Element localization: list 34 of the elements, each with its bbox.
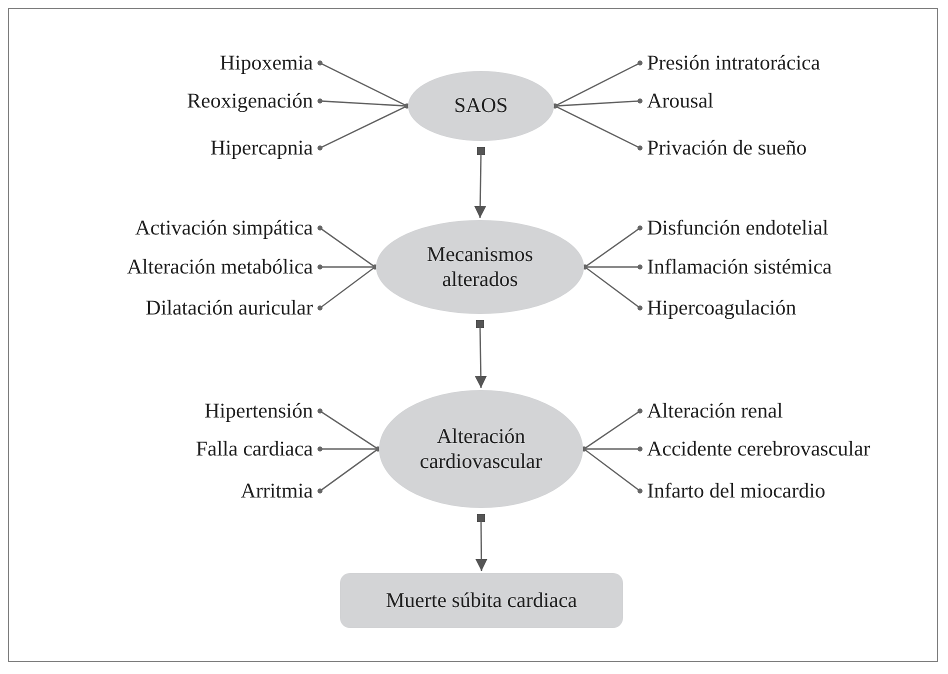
process-ellipse [379, 390, 583, 508]
factor-label: Arousal [640, 88, 720, 114]
connector-line [318, 104, 410, 150]
node-label: SAOS [453, 93, 509, 119]
connector-line [552, 104, 642, 150]
connector-line [318, 264, 378, 310]
factor-label: Presión intratorácica [640, 50, 828, 76]
factor-label: Dilatación auricular [138, 295, 320, 321]
factor-label: Infarto del miocardio [640, 478, 832, 504]
outcome-box: Muerte súbita cardiaca [340, 573, 623, 628]
factor-label: Inflamación sistémica [640, 254, 839, 280]
factor-label: Privación de sueño [640, 135, 814, 161]
connector-line [582, 446, 642, 494]
factor-label: Disfunción endotelial [640, 215, 836, 241]
node-label: Alteración cardiovascular [418, 424, 544, 474]
arrow [475, 514, 488, 571]
factor-label: Hipoxemia [212, 50, 320, 76]
factor-label: Reoxigenación [180, 88, 320, 114]
factor-label: Hipertensión [198, 398, 320, 424]
arrow [474, 320, 487, 388]
process-ellipse [408, 71, 554, 141]
factor-label: Falla cardiaca [188, 436, 320, 462]
factor-label: Arritmia [234, 478, 320, 504]
factor-label: Hipercoagulación [640, 295, 804, 321]
connector-line [582, 264, 642, 310]
factor-label: Accidente cerebrovascular [640, 436, 878, 462]
process-ellipse [376, 220, 584, 314]
factor-label: Activación simpática [128, 215, 320, 241]
connector-line [318, 446, 380, 494]
arrow [474, 147, 486, 218]
factor-label: Alteración metabólica [120, 254, 320, 280]
node-label: Mecanismos alterados [426, 242, 534, 292]
factor-label: Alteración renal [640, 398, 790, 424]
factor-label: Hipercapnia [203, 135, 320, 161]
